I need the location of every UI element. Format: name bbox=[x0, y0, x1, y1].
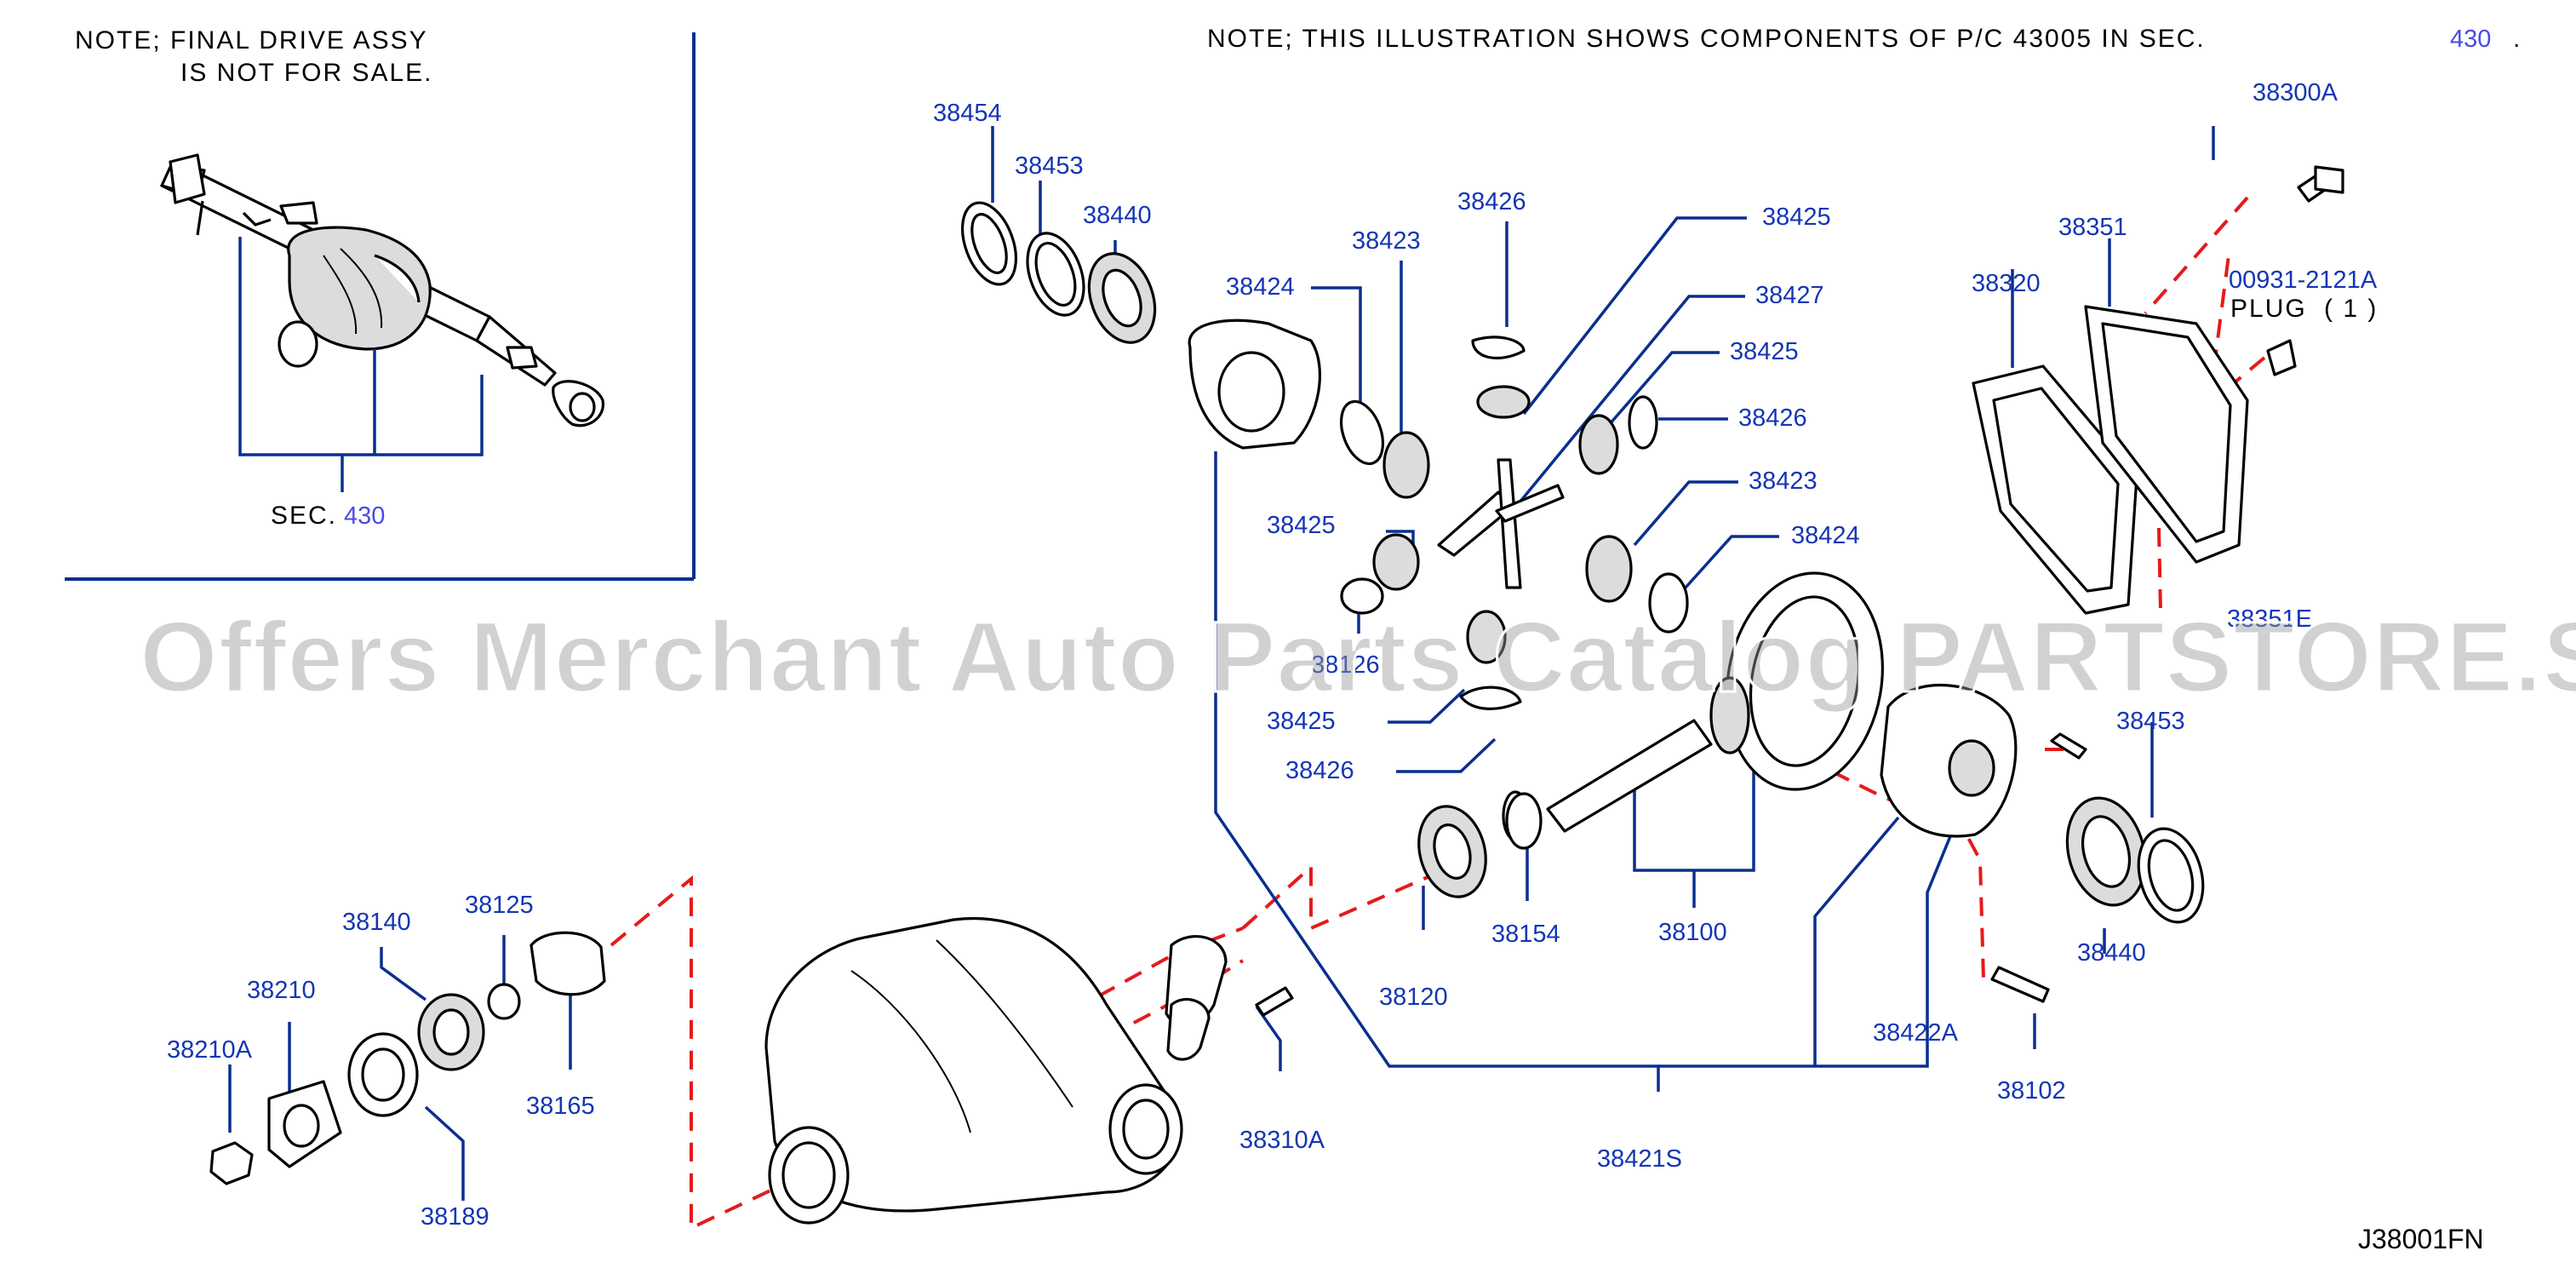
part-38454[interactable]: 38454 bbox=[933, 100, 1002, 127]
part-38425-top[interactable]: 38425 bbox=[1762, 204, 1831, 231]
part-38422A[interactable]: 38422A bbox=[1873, 1019, 1959, 1047]
part-38426-right[interactable]: 38426 bbox=[1738, 404, 1807, 432]
sec-430-link-top[interactable]: 430 bbox=[2450, 26, 2491, 53]
plug-label: PLUG bbox=[2230, 295, 2307, 323]
inset-sec-label: SEC. bbox=[271, 502, 337, 530]
axle-assembly-illustration bbox=[160, 153, 605, 427]
part-drawings bbox=[209, 165, 2344, 1225]
diagram-code: J38001FN bbox=[2358, 1224, 2484, 1254]
leader-lines bbox=[228, 126, 2215, 1201]
part-38120[interactable]: 38120 bbox=[1379, 984, 1448, 1011]
part-38125[interactable]: 38125 bbox=[465, 892, 534, 919]
note-period: . bbox=[2513, 25, 2522, 53]
part-38426-bottom[interactable]: 38426 bbox=[1285, 757, 1354, 784]
part-38320[interactable]: 38320 bbox=[1972, 270, 2041, 297]
part-38425-left[interactable]: 38425 bbox=[1267, 512, 1336, 539]
part-38424-right[interactable]: 38424 bbox=[1791, 522, 1860, 549]
part-38310A[interactable]: 38310A bbox=[1239, 1127, 1325, 1154]
part-38300A[interactable]: 38300A bbox=[2253, 79, 2338, 106]
part-38165[interactable]: 38165 bbox=[526, 1093, 595, 1120]
part-38189[interactable]: 38189 bbox=[421, 1203, 489, 1231]
part-38425-right[interactable]: 38425 bbox=[1730, 338, 1799, 365]
part-38210[interactable]: 38210 bbox=[247, 977, 316, 1004]
part-38440-right[interactable]: 38440 bbox=[2077, 939, 2146, 967]
part-38423-right[interactable]: 38423 bbox=[1749, 468, 1818, 495]
part-38351E[interactable]: 38351E bbox=[2227, 605, 2312, 633]
part-38425-bottom[interactable]: 38425 bbox=[1267, 708, 1336, 735]
part-38453-right[interactable]: 38453 bbox=[2116, 708, 2185, 735]
part-38421S[interactable]: 38421S bbox=[1597, 1145, 1682, 1173]
part-38423-top[interactable]: 38423 bbox=[1352, 227, 1421, 255]
inset-frame bbox=[65, 32, 696, 581]
inset-leaders bbox=[238, 237, 484, 492]
part-38100[interactable]: 38100 bbox=[1658, 919, 1727, 946]
part-38427[interactable]: 38427 bbox=[1755, 282, 1824, 309]
part-38102[interactable]: 38102 bbox=[1997, 1077, 2066, 1104]
part-38351[interactable]: 38351 bbox=[2058, 214, 2127, 241]
part-38126[interactable]: 38126 bbox=[1311, 651, 1380, 679]
note-final-drive-line1: NOTE; FINAL DRIVE ASSY bbox=[75, 26, 428, 55]
part-38426-top[interactable]: 38426 bbox=[1457, 188, 1526, 215]
part-00931-2121A[interactable]: 00931-2121A bbox=[2229, 267, 2378, 294]
part-38140[interactable]: 38140 bbox=[342, 909, 411, 936]
part-38440-left[interactable]: 38440 bbox=[1083, 202, 1152, 229]
note-illustration: NOTE; THIS ILLUSTRATION SHOWS COMPONENTS… bbox=[1207, 25, 2206, 53]
part-38424-top[interactable]: 38424 bbox=[1226, 273, 1295, 301]
note-final-drive-line2: IS NOT FOR SALE. bbox=[180, 59, 433, 87]
part-38453-left[interactable]: 38453 bbox=[1015, 152, 1084, 180]
watermark: Offers Merchant Auto Parts Catalog PARTS… bbox=[140, 601, 2576, 714]
part-38210A[interactable]: 38210A bbox=[167, 1036, 253, 1064]
part-38154[interactable]: 38154 bbox=[1491, 921, 1560, 948]
sec-430-link-inset[interactable]: 430 bbox=[344, 502, 385, 530]
plug-qty: ( 1 ) bbox=[2324, 295, 2378, 323]
